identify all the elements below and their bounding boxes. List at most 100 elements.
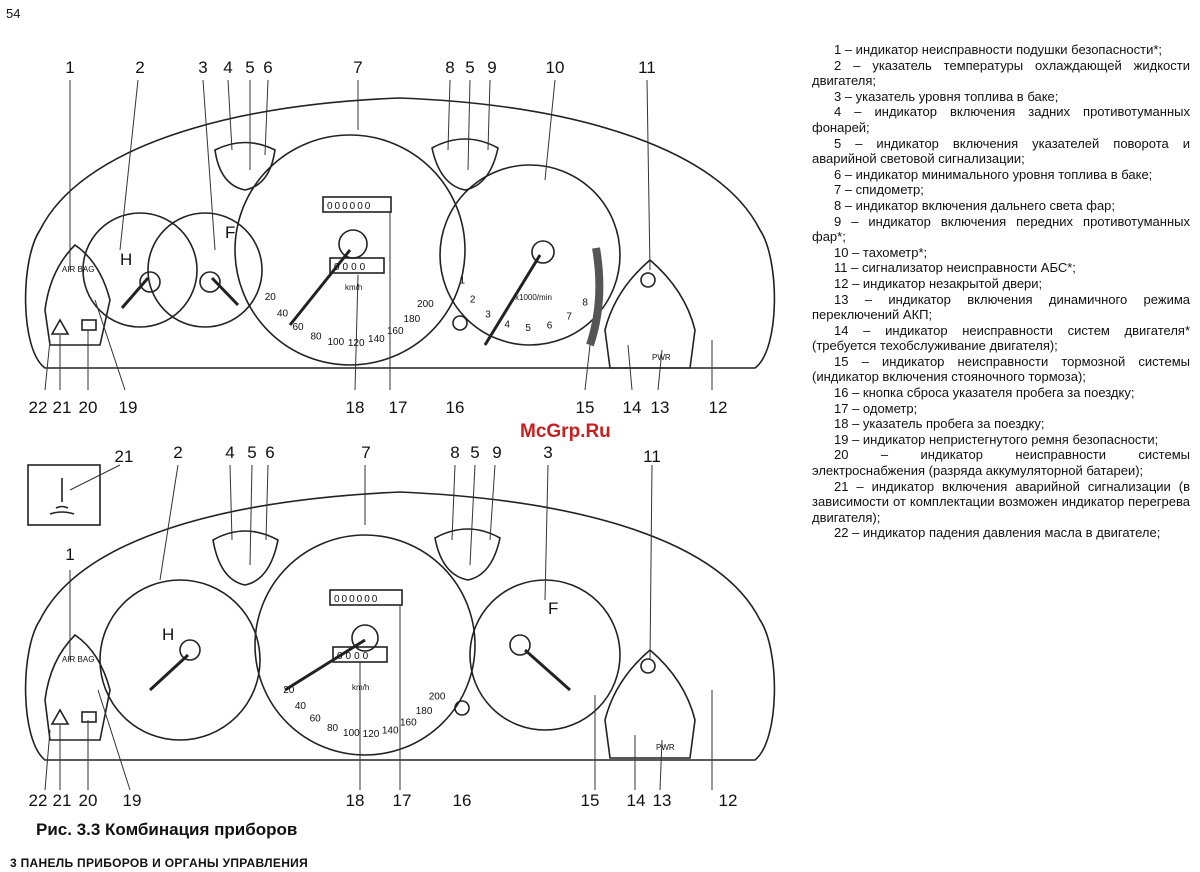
top-speed-unit: km/h [345, 283, 362, 292]
bottom-hazard-icon [50, 708, 70, 725]
top-airbag-label: AIR BAG [62, 265, 94, 274]
coolant-temp-icon [49, 478, 75, 515]
scale-label: 140 [368, 334, 385, 345]
top-fuel-needle [210, 276, 240, 307]
callout-number: 5 [470, 443, 479, 462]
callout-number: 7 [361, 443, 370, 462]
callout-number: 13 [651, 398, 670, 417]
figure-caption: Рис. 3.3 Комбинация приборов [36, 820, 298, 839]
callout-number: 18 [346, 398, 365, 417]
callout-number: 16 [453, 791, 472, 810]
legend-item: 16 – кнопка сброса указателя пробега за … [834, 385, 1135, 401]
legend-item: 11 – сигнализатор неисправности АБС*; [834, 260, 1076, 276]
callout-number: 19 [119, 398, 138, 417]
legend-item: 14 – индикатор неисправности систем двиг… [812, 322, 1190, 354]
bottom-temp-needle [148, 653, 190, 692]
legend-item: 4 – индикатор включения задних противоту… [812, 104, 1190, 135]
callout-number: 22 [29, 791, 48, 810]
top-trip-box [329, 257, 385, 274]
scale-label: 60 [292, 322, 304, 333]
callout-number: 3 [198, 58, 207, 77]
top-hazard-icon [50, 318, 70, 335]
scale-label: 6 [547, 320, 553, 331]
callout-number: 14 [623, 398, 642, 417]
top-odometer-box [322, 196, 392, 213]
callout-number: 1 [65, 545, 74, 564]
scale-label: 3 [485, 310, 491, 321]
callout-number: 19 [123, 791, 142, 810]
top-right-warning-pod [604, 258, 696, 369]
top-panel [24, 97, 776, 369]
callout-number: 17 [393, 791, 412, 810]
callout-number: 20 [79, 791, 98, 810]
overheat-inset-box [27, 464, 101, 526]
bottom-panel [24, 464, 776, 761]
top-fuel-hub [199, 271, 221, 293]
top-fuel-mark: F [225, 223, 235, 242]
legend-item: 6 – индикатор минимального уровня топлив… [834, 166, 1153, 182]
top-left-pod [214, 141, 276, 191]
callout-number: 12 [709, 398, 728, 417]
top-tacho-hub [531, 240, 555, 264]
scale-label: 180 [416, 706, 433, 717]
scale-label: 60 [310, 714, 322, 725]
scale-label: 100 [327, 337, 344, 348]
callout-number: 12 [719, 791, 738, 810]
top-trip-reset-button [452, 315, 468, 331]
legend-item: 1 – индикатор неисправности подушки безо… [834, 42, 1162, 57]
scale-label: 40 [277, 309, 289, 320]
scale-label: 80 [310, 332, 322, 343]
scale-label: 180 [403, 314, 420, 325]
bottom-pwr-label: PWR [656, 743, 675, 752]
bottom-battery-icon [81, 711, 97, 723]
bottom-speedo-hub [351, 624, 379, 652]
legend-item: 12 – индикатор незакрытой двери; [834, 275, 1043, 291]
section-footer: 3 ПАНЕЛЬ ПРИБОРОВ И ОРГАНЫ УПРАВЛЕНИЯ [10, 856, 309, 870]
callout-number: 6 [265, 443, 274, 462]
scale-label: 7 [566, 312, 572, 323]
top-odometer-text: 000000 [327, 201, 372, 212]
callout-number: 11 [638, 58, 656, 77]
top-left-warning-pod [44, 243, 111, 346]
legend-item: 17 – одометр; [834, 400, 918, 416]
callout-number: 10 [546, 58, 565, 77]
callout-number: 4 [223, 58, 232, 77]
scale-label: 200 [429, 692, 446, 703]
legend-item: 21 – индикатор включения аварийной сигна… [812, 478, 1190, 525]
bottom-temp-gauge [99, 579, 261, 741]
bottom-speed-unit: km/h [352, 683, 369, 692]
scale-label: 20 [283, 685, 295, 696]
legend-list: 1 – индикатор неисправности подушки безо… [812, 42, 1190, 541]
top-temp-gauge [82, 212, 198, 328]
scale-label: 160 [387, 326, 404, 337]
callout-number: 18 [346, 791, 365, 810]
bottom-odometer-box [329, 589, 403, 606]
top-tacho-needle [483, 254, 542, 346]
top-temp-needle [120, 277, 150, 309]
callout-number: 21 [53, 398, 72, 417]
callout-number: 21 [115, 447, 134, 466]
callout-number: 22 [29, 398, 48, 417]
scale-label: 4 [504, 319, 510, 330]
top-speedometer [234, 134, 466, 366]
legend-item: 9 – индикатор включения передних противо… [812, 213, 1190, 245]
callout-number: 21 [53, 791, 72, 810]
top-battery-icon [81, 319, 97, 331]
bottom-temp-mark: H [162, 625, 174, 644]
top-tachometer [439, 164, 621, 346]
callout-number: 9 [492, 443, 501, 462]
bottom-trip-text: 0000 [337, 651, 371, 662]
callout-number: 3 [543, 443, 552, 462]
scale-label: 80 [327, 723, 339, 734]
callout-number: 8 [450, 443, 459, 462]
page-number: 54 [6, 6, 21, 21]
callout-number: 6 [263, 58, 272, 77]
legend-item: 3 – указатель уровня топлива в баке; [834, 88, 1059, 104]
scale-label: 120 [348, 338, 365, 349]
bottom-trip-reset-button [454, 700, 470, 716]
top-pwr-label: PWR [652, 353, 671, 362]
bottom-fuel-needle [524, 648, 571, 692]
